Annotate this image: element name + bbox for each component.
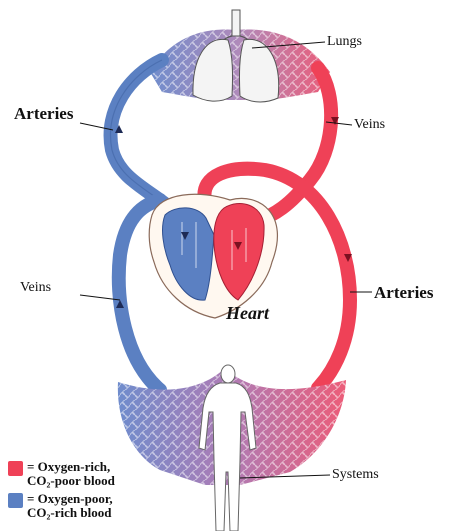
leader-lines	[79, 41, 372, 479]
arrow-up-icon	[115, 125, 123, 133]
aorta-vessel	[197, 161, 358, 395]
arteries-left-label: Arteries	[14, 104, 74, 123]
heart-label: Heart	[226, 303, 269, 323]
arrow-down-icon	[181, 232, 189, 240]
heart-icon	[148, 193, 278, 319]
flow-arrows	[115, 117, 352, 308]
veins-top-label: Veins	[354, 117, 386, 132]
arrow-down-icon	[344, 254, 352, 262]
legend-swatch-red	[8, 461, 23, 476]
vena-cava-vessel	[111, 193, 167, 397]
lungs-label: Lungs	[327, 34, 362, 49]
arrow-down-icon	[234, 242, 242, 250]
legend-line-1: = Oxygen-rich,	[27, 459, 111, 474]
legend-item-oxygen-poor: = Oxygen-poor, CO₂-rich blood	[8, 492, 113, 520]
systems-label: Systems	[332, 467, 379, 482]
lungs-icon	[192, 9, 280, 103]
legend-line-1: = Oxygen-poor,	[27, 491, 113, 506]
legend-line-2: CO₂-poor blood	[27, 473, 115, 488]
arrow-up-icon	[116, 300, 124, 308]
human-figure-icon	[198, 364, 257, 531]
arrow-down-icon	[331, 117, 339, 125]
arteries-right-label: Arteries	[374, 283, 434, 302]
legend-swatch-blue	[8, 493, 23, 508]
legend-item-oxygen-rich: = Oxygen-rich, CO₂-poor blood	[8, 460, 115, 488]
veins-left-label: Veins	[20, 280, 52, 295]
legend-line-2: CO₂-rich blood	[27, 505, 112, 520]
pulmonary-vein-vessel	[248, 61, 339, 229]
pulmonary-artery-vessel	[103, 53, 182, 219]
